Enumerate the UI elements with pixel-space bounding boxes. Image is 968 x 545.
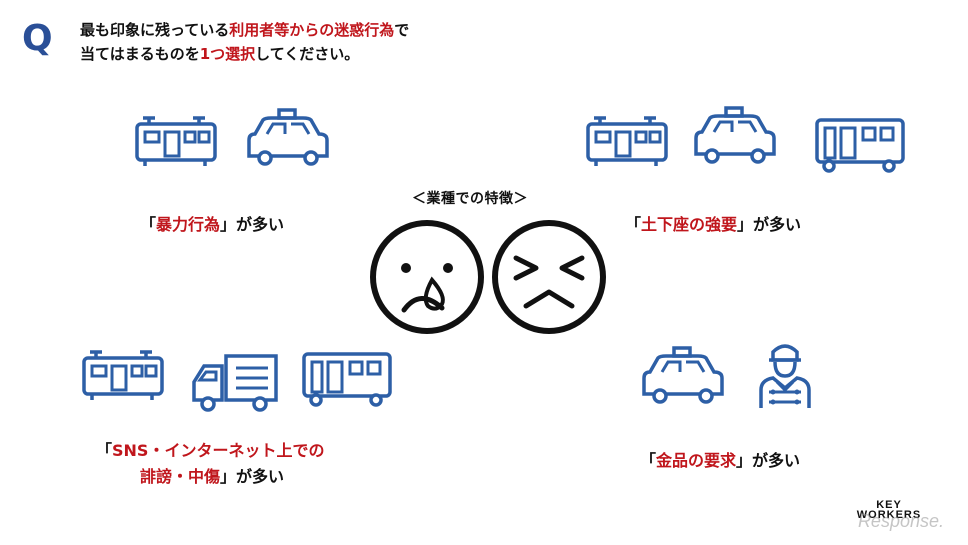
caption-suffix: が多い [753, 215, 802, 234]
caption-sns-line2: 誹謗・中傷」が多い [96, 464, 324, 490]
open-bracket: 「 [625, 215, 642, 234]
question-line1-highlight: 利用者等からの迷惑行為 [229, 21, 395, 39]
caption-sns: 「SNS・インターネット上での 誹謗・中傷」が多い [96, 438, 324, 490]
train-icon [135, 116, 217, 168]
train-icon [82, 350, 164, 402]
caption-suffix: が多い [236, 215, 285, 234]
staff-icon [759, 344, 811, 410]
caption-highlight-line2: 誹謗・中傷 [140, 467, 221, 486]
caption-violence: 「暴力行為」が多い [140, 212, 284, 238]
caption-kneeling: 「土下座の強要」が多い [625, 212, 801, 238]
train-icon [586, 116, 668, 168]
close-bracket: 」 [737, 215, 754, 234]
question-line1-pre: 最も印象に残っている [80, 21, 230, 39]
close-bracket: 」 [736, 451, 753, 470]
center-label: ＜業種での特徴＞ [412, 191, 528, 207]
taxi-icon [694, 106, 776, 164]
truck-icon [192, 354, 278, 412]
caption-suffix: が多い [752, 451, 801, 470]
question-line2-pre: 当てはまるものを [80, 45, 200, 63]
caption-highlight: 暴力行為 [156, 215, 221, 234]
caption-suffix: が多い [236, 467, 285, 486]
bus-icon [815, 118, 905, 173]
close-bracket: 」 [220, 215, 237, 234]
question-line-2: 当てはまるものを1つ選択してください。 [80, 42, 409, 66]
caption-highlight: 金品の要求 [656, 451, 737, 470]
taxi-icon [247, 108, 329, 166]
open-bracket: 「 [96, 441, 113, 460]
question-line-1: 最も印象に残っている利用者等からの迷惑行為で [80, 18, 409, 42]
question-line2-post: してください。 [255, 45, 360, 63]
open-bracket: 「 [640, 451, 657, 470]
caption-money: 「金品の要求」が多い [640, 448, 800, 474]
response-watermark: Response. [857, 511, 944, 531]
close-bracket: 」 [220, 467, 237, 486]
bus-icon [302, 352, 392, 407]
squinting-face-icon [492, 220, 606, 334]
question-mark: Q [22, 18, 53, 59]
caption-sns-line1: 「SNS・インターネット上での [96, 438, 324, 464]
caption-highlight: 土下座の強要 [641, 215, 738, 234]
crying-face-icon [370, 220, 484, 334]
question-line2-highlight: 1つ選択 [199, 45, 256, 63]
logo-line2: WORKERS [856, 509, 922, 521]
logo-line1: KEY [876, 499, 902, 511]
open-bracket: 「 [140, 215, 157, 234]
taxi-icon [642, 346, 724, 404]
key-workers-logo: KEY WORKERS Response. [834, 499, 944, 535]
question-line1-post: で [394, 21, 410, 39]
caption-highlight-line1: SNS・インターネット上での [112, 441, 325, 460]
question-text: 最も印象に残っている利用者等からの迷惑行為で 当てはまるものを1つ選択してくださ… [80, 18, 409, 66]
